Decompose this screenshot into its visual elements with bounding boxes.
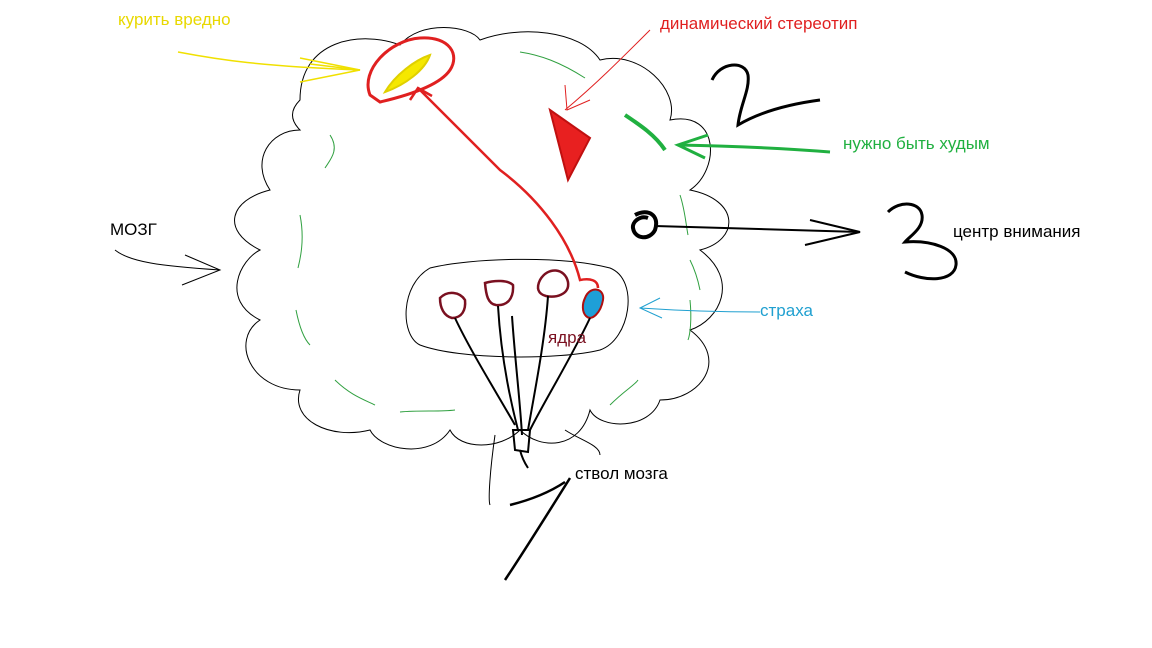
thin-region [623,113,667,152]
thin-arrow [674,133,831,160]
label-smoking-harmful: курить вредно [118,10,231,29]
label-nuclei: ядра [548,328,587,347]
smoking-fill [382,53,432,94]
nerve-lines [454,295,591,469]
fear-nucleus [581,288,605,319]
nucleus-3 [536,269,570,298]
number-three-glyph [886,202,958,281]
red-arrowhead [408,86,433,101]
stereotype-arrow [564,29,651,111]
label-brainstem: ствол мозга [575,464,668,483]
smoking-arrow [177,51,361,83]
brain-outline [234,27,730,450]
nucleus-2 [483,279,515,307]
fear-arrow [638,297,761,319]
brain-arrow [114,249,222,286]
attention-center-mark [630,210,659,240]
label-need-to-be-thin: нужно быть худым [843,134,990,153]
nucleus-1 [438,291,467,320]
nuclei-oval [405,258,629,358]
number-two-glyph [710,63,821,128]
red-connection [419,89,600,289]
label-attention-center: центр внимания [953,222,1081,241]
label-brain: МОЗГ [110,220,157,239]
label-fear: страха [760,301,813,320]
gyri-lines [295,51,701,413]
brainstem-outline [488,429,601,506]
attention-arrow [654,219,861,246]
stereotype-triangle [548,107,592,183]
brainstem-arrow [503,477,572,581]
nuclei-group [438,269,570,320]
label-dynamic-stereotype: динамический стереотип [660,14,858,33]
